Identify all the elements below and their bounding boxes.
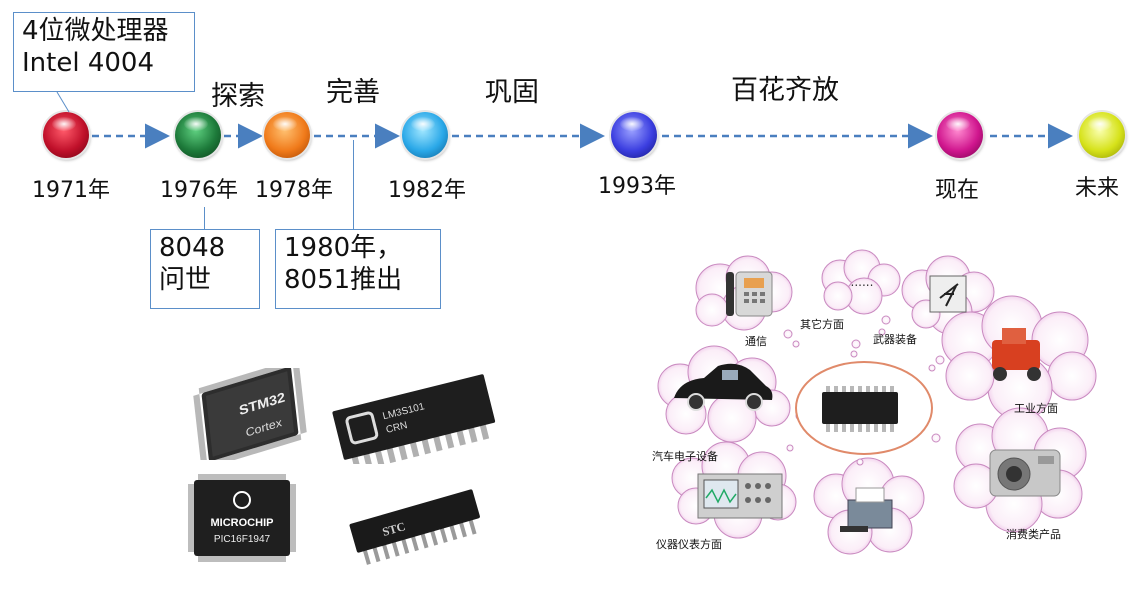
microchip-brand: MICROCHIP bbox=[211, 517, 274, 529]
applications-diagram: ...... bbox=[657, 249, 1097, 555]
vintage-car-icon bbox=[674, 363, 773, 411]
center-chip-icon bbox=[822, 386, 898, 432]
cloud-other bbox=[821, 249, 901, 315]
callout-intel-4004-line2: Intel 4004 bbox=[22, 48, 154, 78]
microchip-part: PIC16F1947 bbox=[214, 534, 271, 545]
callout-8048-line2: 问世 bbox=[159, 265, 212, 295]
milestone-1993-marker bbox=[611, 112, 657, 158]
telephone-icon bbox=[726, 271, 773, 317]
callout-8051-line1: 1980年， bbox=[284, 233, 403, 263]
callout-8051-line2: 8051推出 bbox=[284, 265, 403, 295]
label-instruments: 仪器仪表方面 bbox=[656, 538, 722, 551]
timeline-arrows bbox=[92, 123, 1073, 149]
milestone-1976-marker bbox=[175, 112, 221, 158]
lm3s-chip-image: LM3S101 CRN bbox=[332, 374, 496, 464]
industrial-vehicle-icon bbox=[992, 328, 1041, 381]
year-label-1982: 1982年 bbox=[388, 178, 466, 203]
label-industry: 工业方面 bbox=[1014, 402, 1058, 415]
milestone-1982-marker bbox=[402, 112, 448, 158]
stm32-chip-image: STM32 Cortex bbox=[193, 368, 307, 460]
stc-brand: STC bbox=[381, 519, 407, 539]
stage-label-improve: 完善 bbox=[326, 77, 380, 108]
callout-intel-4004-line1: 4位微处理器 bbox=[22, 16, 169, 46]
callout-intel-4004: 4位微处理器 Intel 4004 bbox=[13, 12, 195, 92]
stage-label-consolidate: 巩固 bbox=[485, 77, 539, 108]
label-communication: 通信 bbox=[745, 335, 767, 348]
callout-8051: 1980年， 8051推出 bbox=[275, 229, 441, 309]
milestone-future-marker bbox=[1079, 112, 1125, 158]
year-label-future: 未来 bbox=[1075, 176, 1120, 201]
other-dots: ...... bbox=[851, 275, 874, 289]
year-label-1971: 1971年 bbox=[32, 178, 110, 203]
year-label-1978: 1978年 bbox=[255, 178, 333, 203]
milestone-1978-marker bbox=[264, 112, 310, 158]
callout-8048-line1: 8048 bbox=[159, 233, 226, 263]
stage-label-flourish: 百花齐放 bbox=[731, 75, 839, 106]
label-automotive: 汽车电子设备 bbox=[652, 450, 718, 463]
printer-icon bbox=[840, 487, 893, 532]
milestone-now-marker bbox=[937, 112, 983, 158]
callout-8048-pointer bbox=[204, 207, 205, 229]
oscilloscope-icon bbox=[697, 473, 783, 519]
year-label-1993: 1993年 bbox=[598, 174, 676, 199]
camera-icon bbox=[989, 449, 1061, 497]
stc-chip-image: STC bbox=[349, 489, 480, 565]
stage-label-explore: 探索 bbox=[211, 81, 265, 112]
milestone-1971-marker bbox=[43, 112, 89, 158]
label-other: 其它方面 bbox=[800, 318, 844, 331]
label-weapons: 武器装备 bbox=[873, 333, 917, 346]
lm3s-line2: CRN bbox=[385, 420, 409, 436]
weapons-icon bbox=[929, 275, 967, 313]
callout-8048: 8048 问世 bbox=[150, 229, 260, 309]
callout-intel-4004-pointer bbox=[56, 91, 70, 113]
callout-8051-pointer bbox=[353, 140, 354, 229]
label-consumer: 消费类产品 bbox=[1006, 528, 1061, 541]
year-label-1976: 1976年 bbox=[160, 178, 238, 203]
year-label-now: 现在 bbox=[935, 178, 980, 203]
microchip-pic-chip-image: MICROCHIP PIC16F1947 bbox=[188, 474, 296, 562]
